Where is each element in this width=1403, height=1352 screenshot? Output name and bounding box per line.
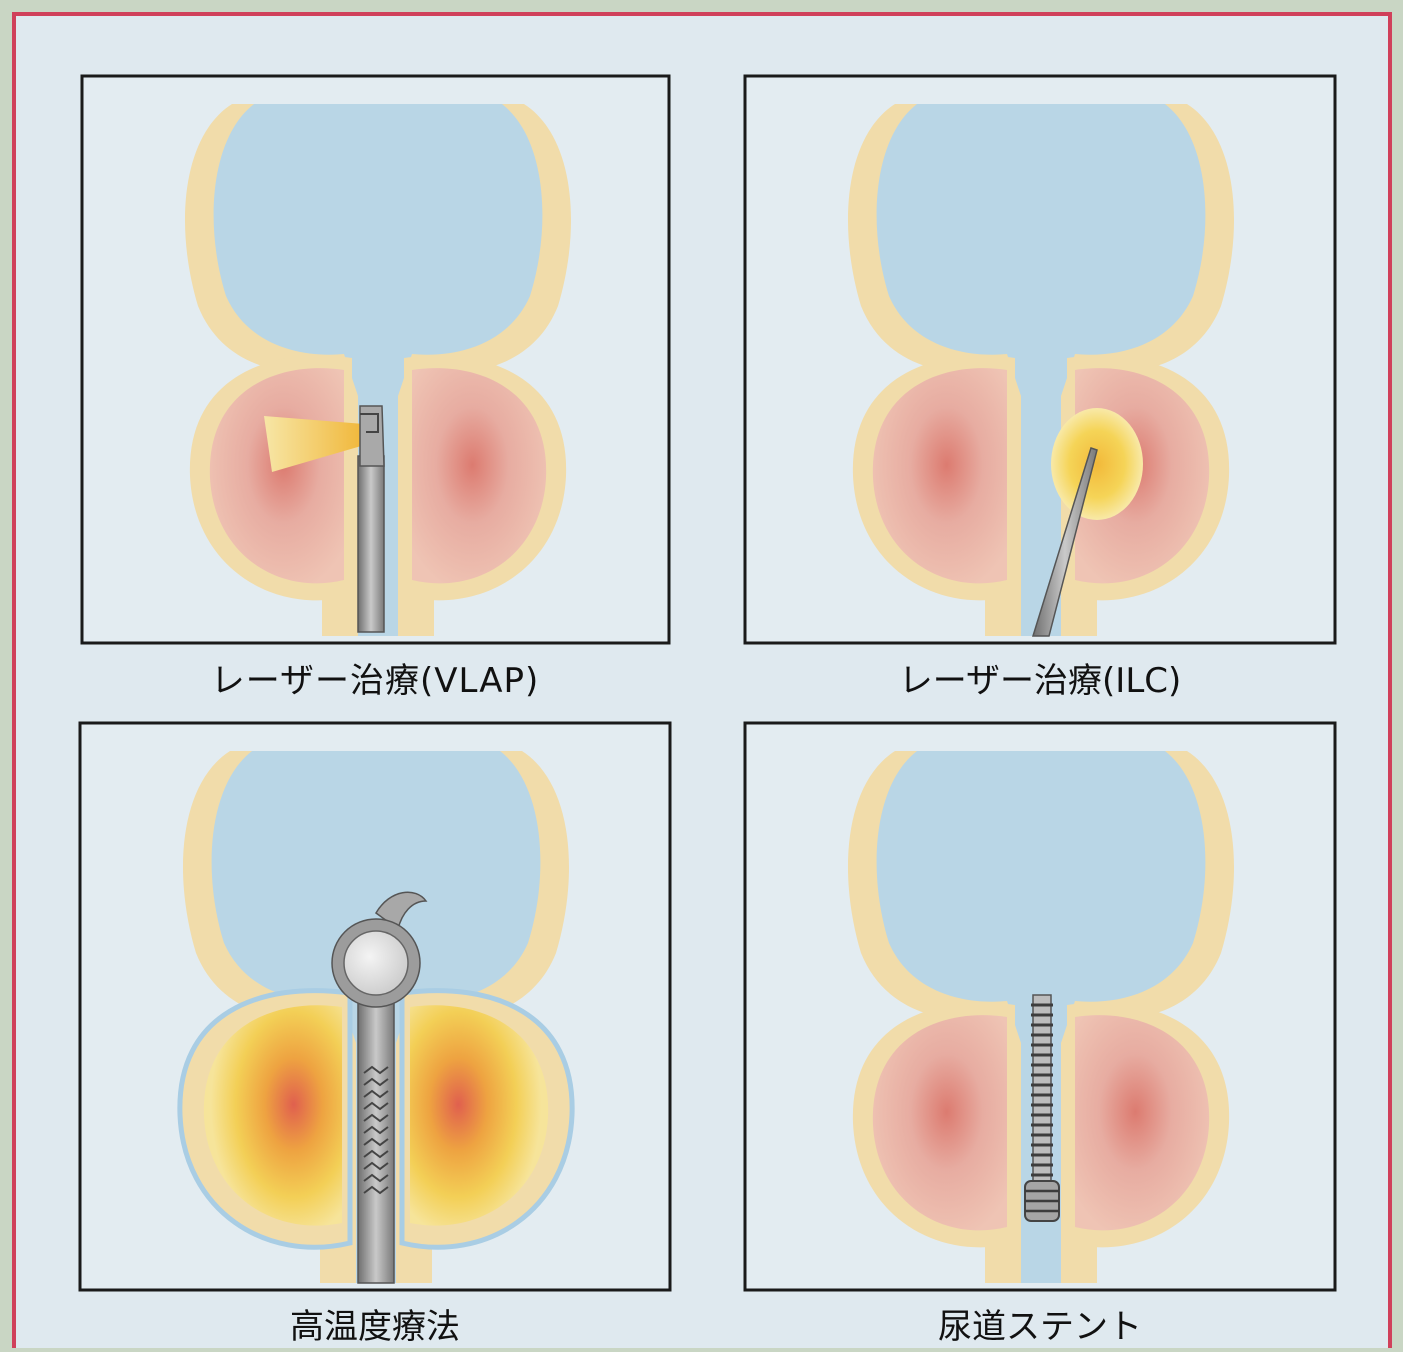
coagulation-zone	[1051, 408, 1143, 520]
panel-thermotherapy	[80, 723, 670, 1290]
thermo-probe	[358, 991, 394, 1283]
laser-instrument	[358, 456, 384, 632]
panel-ilc	[745, 76, 1335, 643]
panel-stent	[745, 723, 1335, 1290]
caption-thermotherapy: 高温度療法	[290, 1307, 460, 1347]
caption-ilc: レーザー治療(ILC)	[899, 661, 1182, 701]
caption-vlap: レーザー治療(VLAP)	[211, 661, 540, 701]
caption-stent: 尿道ステント	[938, 1307, 1142, 1347]
panel-vlap	[82, 76, 669, 643]
balloon-tip	[344, 931, 408, 995]
